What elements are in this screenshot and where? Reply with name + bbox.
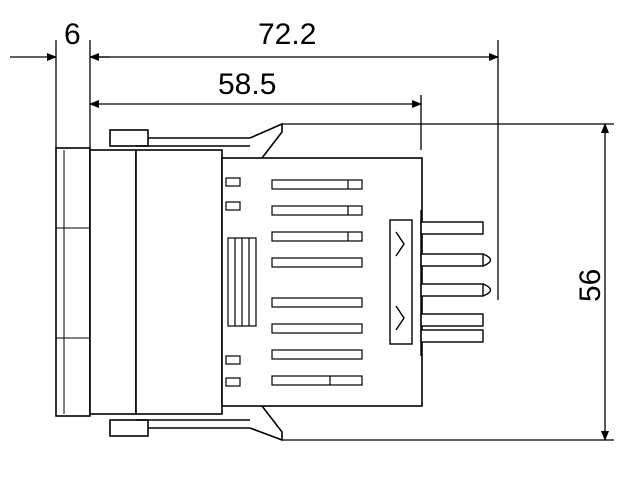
vent-grille	[227, 237, 257, 327]
connector-pins	[420, 210, 492, 356]
relay-body	[55, 122, 423, 442]
dim-72-label: 72.2	[258, 18, 316, 51]
dim-58-label: 58.5	[218, 68, 276, 101]
dim-6-label: 6	[64, 18, 81, 51]
socket-connector	[389, 219, 413, 345]
small-tabs	[225, 177, 241, 387]
dim-56-label: 56	[574, 269, 607, 302]
dimension-lines	[10, 40, 614, 441]
ventilation-slots	[271, 179, 363, 386]
